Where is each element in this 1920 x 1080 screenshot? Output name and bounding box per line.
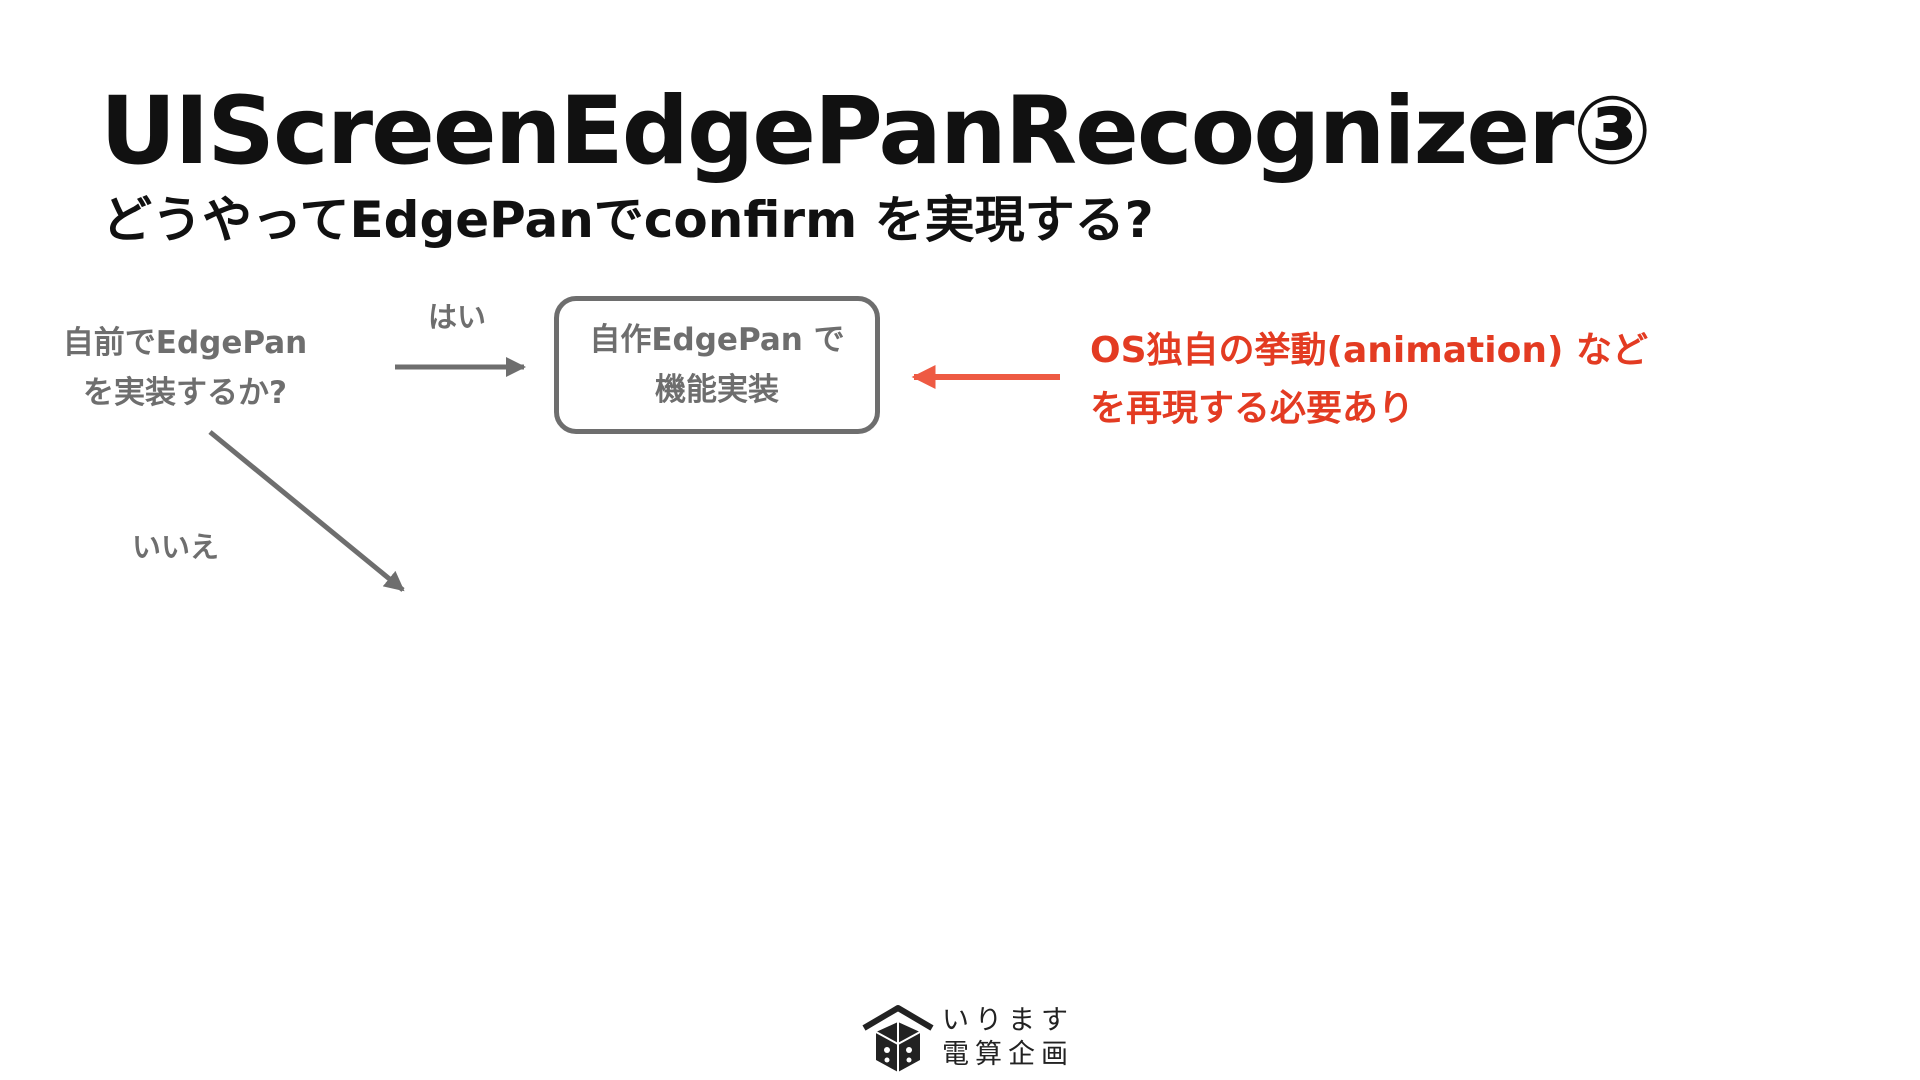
slide-subtitle: どうやってEdgePanでconfirm を実現する? bbox=[102, 191, 1154, 249]
note-text: OS独自の挙動(animation) など を再現する必要あり bbox=[1090, 322, 1648, 438]
no-label: いいえ bbox=[132, 530, 220, 564]
note-line2: を再現する必要あり bbox=[1090, 388, 1415, 429]
company-logo: いります 電算企画 bbox=[860, 1000, 1080, 1080]
logo-line1: いります bbox=[942, 1005, 1074, 1036]
logo-text: いります 電算企画 bbox=[942, 1004, 1074, 1072]
note-line1: OS独自の挙動(animation) など bbox=[1090, 330, 1648, 371]
result-box-line2: 機能実装 bbox=[655, 372, 779, 408]
house-logo-icon bbox=[862, 1005, 934, 1072]
no-arrow bbox=[208, 430, 405, 592]
slide-title: UIScreenEdgePanRecognizer③ bbox=[100, 77, 1652, 186]
yes-label: はい bbox=[428, 300, 487, 334]
decision-question: 自前でEdgePan を実装するか? bbox=[40, 318, 330, 418]
logo-line2: 電算企画 bbox=[942, 1039, 1074, 1070]
result-box-line1: 自作EdgePan で bbox=[589, 322, 845, 358]
result-box: 自作EdgePan で 機能実装 bbox=[554, 296, 880, 434]
decision-question-line1: 自前でEdgePan bbox=[62, 325, 308, 361]
decision-question-line2: を実装するか? bbox=[83, 375, 287, 411]
